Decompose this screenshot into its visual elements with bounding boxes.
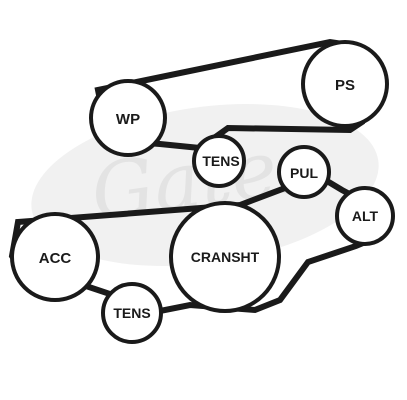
pulley-cransht: CRANSHT	[169, 201, 281, 313]
pulley-acc: ACC	[10, 212, 100, 302]
pulley-wp: WP	[89, 79, 167, 157]
pulley-label-wp: WP	[116, 111, 140, 128]
pulley-label-ps: PS	[335, 77, 355, 94]
pulley-label-tens-upper: TENS	[202, 153, 239, 169]
pulley-ps: PS	[301, 40, 389, 128]
pulley-alt: ALT	[335, 186, 395, 246]
pulley-label-alt: ALT	[352, 208, 379, 224]
pulley-pul: PUL	[277, 145, 331, 199]
pulley-label-tens-lower: TENS	[113, 305, 150, 321]
pulley-label-cransht: CRANSHT	[191, 249, 260, 265]
pulley-tens-lower: TENS	[101, 282, 163, 344]
pulley-tens-upper: TENS	[192, 134, 246, 188]
pulley-label-acc: ACC	[39, 250, 72, 267]
pulley-label-pul: PUL	[290, 165, 318, 181]
